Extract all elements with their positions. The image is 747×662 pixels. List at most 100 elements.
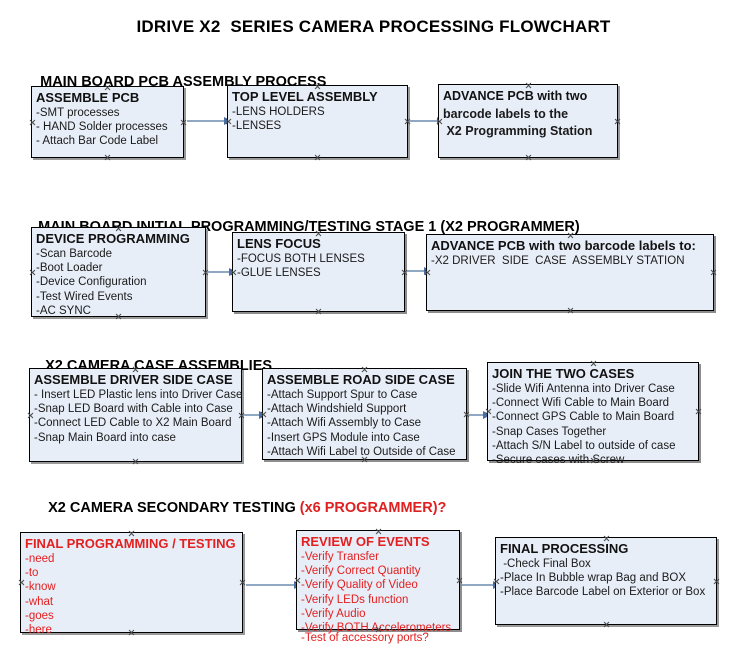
connection-handle-right[interactable] — [713, 578, 720, 585]
connection-handle-right[interactable] — [614, 118, 621, 125]
arrow-connector — [187, 117, 232, 125]
node-line: -Attach Wifi Assembly to Case — [267, 417, 422, 430]
arrow-connector — [208, 268, 237, 276]
node-line: barcode labels to the — [443, 107, 569, 121]
node-line: - Attach Bar Code Label — [36, 135, 159, 148]
node-line: -Connect LED Cable to X2 Main Board — [34, 417, 232, 430]
node-line: -to — [25, 567, 39, 580]
node-line: -Slide Wifi Antenna into Driver Case — [492, 383, 675, 395]
node-line: -LENSES — [232, 120, 282, 133]
section-heading-4-text: X2 CAMERA SECONDARY TESTING — [48, 500, 300, 516]
node-line: -know — [25, 581, 56, 594]
connection-handle-left[interactable] — [29, 119, 36, 126]
arrow-connector — [462, 581, 501, 589]
connection-handle-right[interactable] — [180, 119, 187, 126]
node-line: -Verify Transfer — [301, 551, 379, 563]
node-assemble-driver-side-case[interactable]: ASSEMBLE DRIVER SIDE CASE - Insert LED P… — [29, 368, 242, 462]
section-heading-4-accent: (x6 PROGRAMMER)? — [299, 500, 447, 516]
node-title: DEVICE PROGRAMMING — [36, 231, 190, 246]
node-assemble-road-side-case[interactable]: ASSEMBLE ROAD SIDE CASE -Attach Support … — [262, 368, 467, 460]
node-line: -here — [25, 624, 52, 637]
page-title: IDRIVE X2 SERIES CAMERA PROCESSING FLOWC… — [136, 17, 611, 36]
node-line: -Verify Audio — [301, 607, 366, 620]
arrow-connector — [246, 581, 302, 589]
node-line: -AC SYNC — [36, 304, 91, 317]
connection-handle-right[interactable] — [456, 577, 463, 584]
node-title: ADVANCE PCB with two barcode labels to: — [431, 238, 696, 253]
arrow-connector — [410, 117, 445, 125]
node-line: -Snap LED Board with Cable into Case — [34, 403, 233, 416]
connection-handle-bottom[interactable] — [603, 621, 610, 628]
node-overflow-line: -Test of accessory ports? — [301, 632, 429, 644]
node-title: ASSEMBLE ROAD SIDE CASE — [267, 372, 455, 387]
node-line: -Insert GPS Module into Case — [267, 431, 420, 444]
connection-handle-left[interactable] — [29, 269, 36, 276]
arrow-connector — [407, 267, 432, 275]
arrow-connector — [244, 411, 267, 419]
node-line: -LENS HOLDERS — [232, 106, 325, 118]
node-title: TOP LEVEL ASSEMBLY — [232, 89, 378, 104]
node-line: -need — [25, 553, 55, 565]
node-title: REVIEW OF EVENTS — [301, 534, 430, 549]
node-line: - HAND Solder processes — [36, 121, 168, 134]
connection-handle-bottom[interactable] — [314, 154, 321, 161]
node-line: -Verify BOTH Accelerometers — [301, 622, 452, 635]
node-line: -Check Final Box — [500, 558, 591, 570]
node-line: -goes — [25, 609, 54, 622]
node-line: - Insert LED Plastic lens into Driver Ca… — [34, 389, 243, 401]
node-line: -Place Barcode Label on Exterior or Box — [500, 586, 706, 599]
node-line: -Verify Correct Quantity — [301, 565, 421, 578]
node-final-processing[interactable]: FINAL PROCESSING -Check Final Box -Place… — [495, 537, 717, 625]
node-line: -X2 DRIVER SIDE CASE ASSEMBLY STATION — [431, 255, 685, 267]
node-assemble-pcb[interactable]: ASSEMBLE PCB -SMT processes - HAND Solde… — [31, 86, 184, 158]
node-line: -GLUE LENSES — [237, 267, 321, 280]
connection-handle-left[interactable] — [27, 412, 34, 419]
node-line: -Secure cases with Screw — [492, 454, 625, 467]
node-device-programming[interactable]: DEVICE PROGRAMMING -Scan Barcode -Boot L… — [31, 227, 206, 317]
connection-handle-bottom[interactable] — [104, 154, 111, 161]
node-line: -Boot Loader — [36, 262, 103, 275]
node-join-the-two-cases[interactable]: JOIN THE TWO CASES -Slide Wifi Antenna i… — [487, 362, 702, 466]
connection-handle-bottom[interactable] — [567, 307, 574, 314]
connection-handle-bottom[interactable] — [132, 458, 139, 465]
connection-handle-right[interactable] — [710, 269, 717, 276]
node-advance-pcb-driver-side-station[interactable]: ADVANCE PCB with two barcode labels to: … — [426, 234, 714, 311]
section-heading-4: X2 CAMERA SECONDARY TESTING (x6 PROGRAMM… — [32, 484, 446, 532]
connection-handle-bottom[interactable] — [315, 308, 322, 315]
arrow-connector — [469, 411, 491, 419]
node-line: -SMT processes — [36, 107, 120, 119]
node-line: -Test Wired Events — [36, 290, 133, 303]
node-line: -Attach Windshield Support — [267, 403, 407, 416]
node-line: -Verify LEDs function — [301, 593, 409, 606]
connection-handle-left[interactable] — [18, 579, 25, 586]
connection-handle-right[interactable] — [239, 579, 246, 586]
node-line: -Snap Cases Together — [492, 425, 607, 438]
node-lens-focus[interactable]: LENS FOCUS -FOCUS BOTH LENSES -GLUE LENS… — [232, 232, 405, 312]
node-line: -Snap Main Board into case — [34, 431, 176, 444]
node-title: ADVANCE PCB with two — [443, 89, 588, 103]
node-line: -Place In Bubble wrap Bag and BOX — [500, 572, 687, 585]
node-title: LENS FOCUS — [237, 236, 321, 251]
node-final-programming-testing[interactable]: FINAL PROGRAMMING / TESTING -need -to -k… — [18, 532, 246, 636]
node-line: -Connect GPS Cable to Main Board — [492, 411, 675, 424]
node-title: ASSEMBLE PCB — [36, 90, 140, 105]
node-title: JOIN THE TWO CASES — [492, 366, 635, 381]
node-line: -Device Configuration — [36, 276, 147, 289]
node-title: FINAL PROCESSING — [500, 541, 629, 556]
node-line: -Scan Barcode — [36, 248, 113, 260]
node-title: FINAL PROGRAMMING / TESTING — [25, 536, 236, 551]
node-line: -Verify Quality of Video — [301, 579, 418, 592]
node-line: -FOCUS BOTH LENSES — [237, 253, 365, 265]
node-line: -what — [25, 595, 54, 608]
connection-handle-right[interactable] — [695, 408, 702, 415]
node-top-level-assembly[interactable]: TOP LEVEL ASSEMBLY -LENS HOLDERS -LENSES — [227, 85, 408, 158]
node-line: -Attach S/N Label to outside of case — [492, 439, 676, 452]
node-line: X2 Programming Station — [443, 124, 593, 138]
node-line: -Connect Wifi Cable to Main Board — [492, 397, 670, 410]
node-review-of-events[interactable]: REVIEW OF EVENTS -Verify Transfer -Verif… — [296, 530, 463, 644]
node-advance-pcb-programming-station[interactable]: ADVANCE PCB with two barcode labels to t… — [438, 84, 618, 158]
connection-handle-bottom[interactable] — [525, 154, 532, 161]
node-line: -Attach Support Spur to Case — [267, 389, 418, 401]
node-title: ASSEMBLE DRIVER SIDE CASE — [34, 372, 233, 387]
